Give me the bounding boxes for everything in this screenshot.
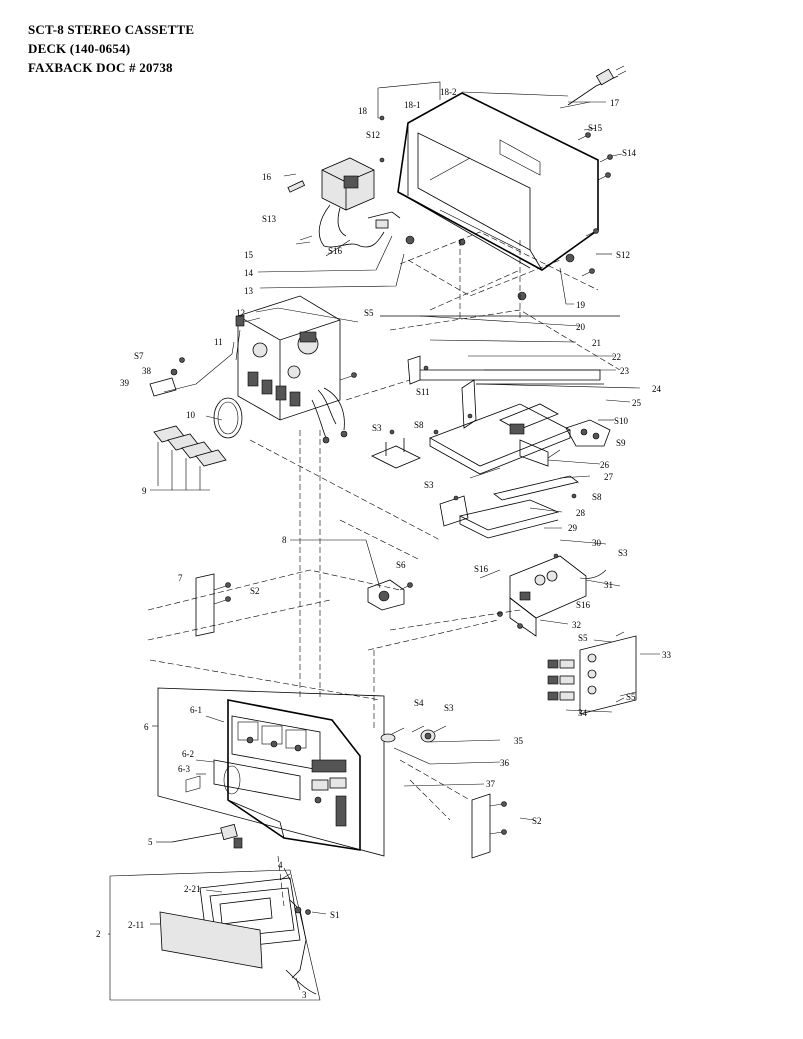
function-buttons [150,425,227,491]
callout-S16a: S16 [328,246,343,256]
callout-34: 34 [578,708,588,718]
callout-31: 31 [604,580,613,590]
part-callouts: 18 18-1 18-2 17 S15 S14 S12 16 S13 15 S1… [96,87,672,1000]
callout-35: 35 [514,736,524,746]
cassette-mechanism [235,295,357,444]
callout-30: 30 [592,538,602,548]
callout-33: 33 [662,650,672,660]
callout-3: 3 [302,990,307,1000]
callout-2: 2 [96,929,101,939]
assembly-guide-lines [147,231,621,907]
callout-S12b: S12 [616,250,630,260]
callout-6-1: 6-1 [190,705,202,715]
callout-S7: S7 [134,351,144,361]
callout-S2a: S2 [250,586,260,596]
callout-16: 16 [262,172,272,182]
left-side-bracket [195,573,231,637]
callout-7: 7 [178,573,183,583]
callout-25: 25 [632,398,642,408]
callout-39: 39 [120,378,130,388]
callout-27: 27 [604,472,614,482]
callout-8: 8 [282,535,287,545]
callout-17: 17 [610,98,620,108]
rear-input-board [497,553,607,637]
sub-chassis [371,315,620,539]
callout-19: 19 [576,300,586,310]
tape-head-ring [213,397,243,439]
callout-36: 36 [500,758,510,768]
volume-knob-shaft [171,823,243,849]
headphone-jack [367,579,413,611]
callout-S1: S1 [330,910,340,920]
callout-18: 18 [358,106,368,116]
callout-38: 38 [142,366,152,376]
callout-4: 4 [278,860,283,870]
callout-6: 6 [144,722,149,732]
leader-lines [108,91,660,991]
callout-S8a: S8 [414,420,424,430]
front-panel [157,687,385,857]
callout-28: 28 [576,508,586,518]
cover-screws [379,115,613,277]
callout-32: 32 [572,620,581,630]
callout-S15: S15 [588,123,603,133]
power-cord [559,65,627,109]
callout-S10: S10 [614,416,629,426]
callout-S5c: S5 [626,692,636,702]
callout-10: 10 [186,410,196,420]
callout-S9: S9 [616,438,626,448]
callout-15: 15 [244,250,254,260]
callout-S13: S13 [262,214,277,224]
callout-13: 13 [244,286,254,296]
callout-18-1: 18-1 [404,100,421,110]
callout-2-11: 2-11 [128,920,144,930]
rca-jack-panel [547,631,637,715]
callout-S5b: S5 [578,633,588,643]
callout-S11: S11 [416,387,430,397]
callout-S16b: S16 [474,564,489,574]
callout-26: 26 [600,460,610,470]
callout-S2b: S2 [532,816,542,826]
callout-S8b: S8 [592,492,602,502]
callout-5: 5 [148,837,153,847]
callout-S5a: S5 [364,308,374,318]
right-side-bracket [471,793,507,859]
callout-S3a: S3 [372,423,382,433]
doc-title-line-3: FAXBACK DOC # 20738 [28,60,173,75]
callout-11: 11 [214,337,223,347]
callout-S14: S14 [622,148,637,158]
small-fasteners-left [149,357,185,397]
callout-14: 14 [244,268,254,278]
callout-S16c: S16 [576,600,591,610]
callout-S12a: S12 [366,130,380,140]
callout-S3b: S3 [424,480,434,490]
callout-29: 29 [568,523,578,533]
callout-22: 22 [612,352,621,362]
callout-S3d: S3 [444,703,454,713]
callout-9: 9 [142,486,147,496]
callout-6-2: 6-2 [182,749,194,759]
mode-switch [547,419,611,459]
callout-20: 20 [576,322,586,332]
callout-S4: S4 [414,698,424,708]
callout-12: 12 [236,308,245,318]
cabinet-cover [377,81,599,301]
callout-21: 21 [592,338,601,348]
callout-18-2: 18-2 [440,87,457,97]
power-transformer [287,157,401,248]
doc-title-line-1: SCT-8 STEREO CASSETTE [28,22,195,37]
callout-37: 37 [486,779,496,789]
callout-24: 24 [652,384,662,394]
callout-S6: S6 [396,560,406,570]
callout-23: 23 [620,366,630,376]
doc-title-line-2: DECK (140-0654) [28,41,131,56]
cassette-door-assembly [109,869,321,1001]
callout-2-21: 2-21 [184,884,201,894]
tone-knobs [380,725,447,743]
callout-6-3: 6-3 [178,764,190,774]
callout-S3c: S3 [618,548,628,558]
